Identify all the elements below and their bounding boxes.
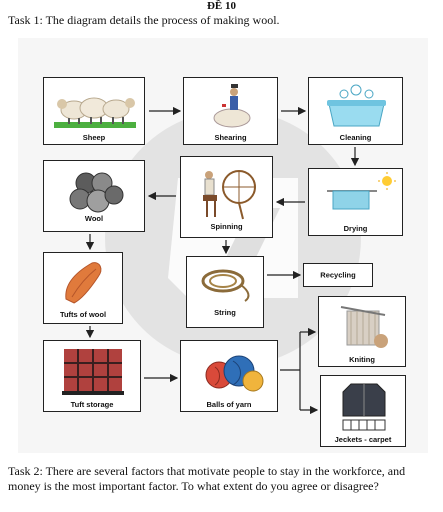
label-knitting: Kniting [349,355,375,364]
label-cleaning: Cleaning [339,133,372,142]
wool-tuft-icon [65,262,102,304]
drying-towel-icon [327,172,396,210]
stage-balls-of-yarn: Balls of yarn [180,340,278,412]
storage-crate-icon [62,349,124,395]
shearing-icon [213,84,251,128]
jacket-carpet-icon [342,383,386,431]
spinning-wheel-icon [203,170,256,220]
exam-header: ĐỀ 10 [206,0,237,12]
label-tuft-storage: Tuft storage [70,400,114,409]
stage-tuft-storage: Tuft storage [43,340,141,412]
sheep-icon [54,97,136,128]
knitting-icon [340,306,388,348]
stage-wool: Wool [43,160,145,232]
label-wool: Wool [84,214,104,223]
task2-prompt: Task 2: There are several factors that m… [8,464,406,493]
label-spinning: Spinning [210,222,243,231]
coiled-string-icon [201,269,250,302]
washing-tub-icon [327,84,386,127]
label-string: String [214,308,236,317]
stage-shearing: Shearing [183,77,278,145]
wool-balls-icon [69,172,124,213]
stage-tufts-of-wool: Tufts of wool [43,252,123,324]
stage-string: String [186,256,264,328]
label-balls: Balls of yarn [206,400,252,409]
stage-knitting: Kniting [318,296,406,367]
label-shearing: Shearing [214,133,247,142]
label-sheep: Sheep [82,133,106,142]
label-jackets: Jeckets - carpet [334,435,392,444]
label-recycling: Recycling [320,270,356,280]
stage-sheep: Sheep [43,77,145,145]
stage-jackets-carpet: Jeckets - carpet [320,375,406,447]
stage-cleaning: Cleaning [308,77,403,145]
stage-recycling: Recycling [303,263,373,287]
label-tufts: Tufts of wool [59,310,107,319]
stage-spinning: Spinning [180,156,273,238]
yarn-balls-icon [205,355,264,392]
stage-drying: Drying [308,168,403,236]
wool-process-diagram: Sheep Shearing Cleaning Wool [18,38,428,453]
task1-prompt: Task 1: The diagram details the process … [8,13,280,27]
label-drying: Drying [343,224,368,233]
